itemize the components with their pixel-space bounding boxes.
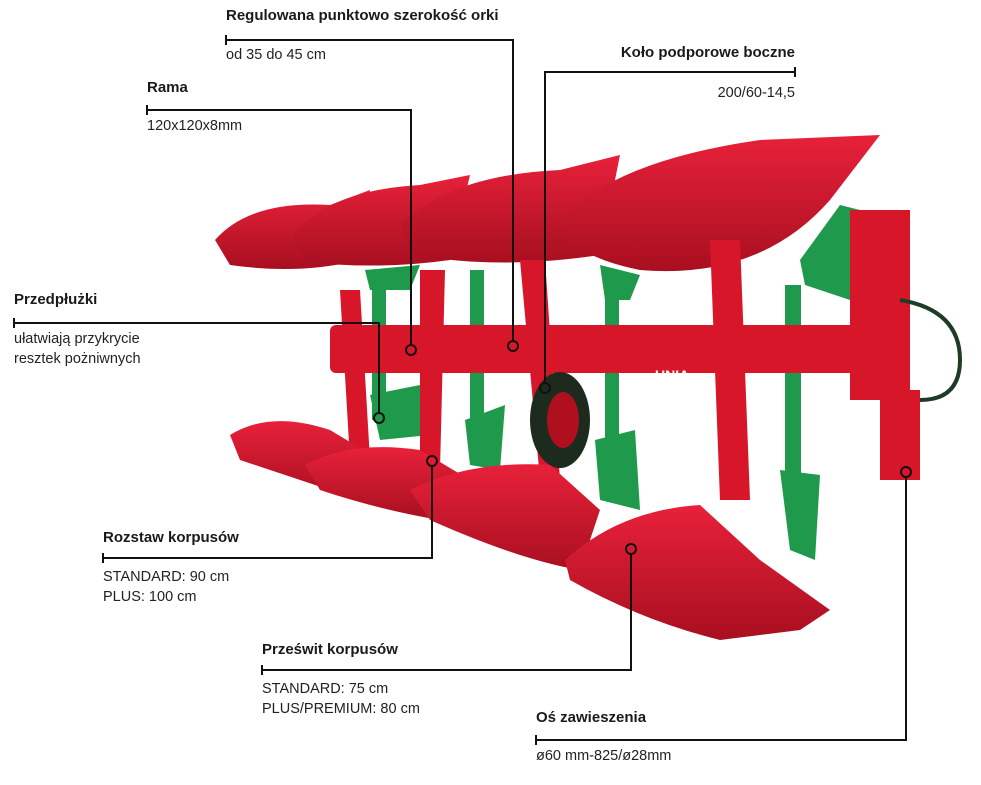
leader-szerokosc [225, 35, 519, 352]
callout-title-rozstaw: Rozstaw korpusów [103, 529, 239, 546]
callout-title-rama: Rama [147, 79, 188, 96]
leader-os [535, 466, 912, 745]
callout-value-kolo: 200/60-14,5 [717, 85, 795, 101]
callout-title-przedpluzki: Przedpłużki [14, 291, 98, 308]
callout-line2-przeswit: PLUS/PREMIUM: 80 cm [262, 701, 420, 717]
callout-line1-przeswit: STANDARD: 75 cm [262, 681, 389, 697]
callout-value-szerokosc: od 35 do 45 cm [226, 47, 326, 63]
leader-przedpluzki [13, 318, 385, 424]
leader-kolo [539, 67, 796, 394]
callout-title-szerokosc: Regulowana punktowo szerokość orki [226, 7, 499, 24]
support-wheel [530, 372, 590, 468]
callout-title-os: Oś zawieszenia [536, 709, 647, 726]
upper-mouldboards [215, 135, 880, 272]
callout-title-przeswit: Prześwit korpusów [262, 641, 398, 658]
callout-line1-przedpluzki: ułatwiają przykrycie [14, 331, 140, 347]
leader-rozstaw [102, 455, 438, 563]
callout-title-kolo: Koło podporowe boczne [620, 44, 795, 61]
callout-line1-rozstaw: STANDARD: 90 cm [103, 569, 230, 585]
brand-label: UNIA [655, 367, 689, 383]
callout-line2-przedpluzki: resztek pożniwnych [14, 351, 141, 367]
frame [330, 210, 920, 500]
callout-value-rama: 120x120x8mm [147, 118, 243, 134]
callout-value-os: ø60 mm-825/ø28mm [536, 748, 672, 764]
leader-rama [146, 105, 417, 356]
callout-line2-rozstaw: PLUS: 100 cm [103, 589, 197, 605]
leader-przeswit [261, 543, 637, 675]
